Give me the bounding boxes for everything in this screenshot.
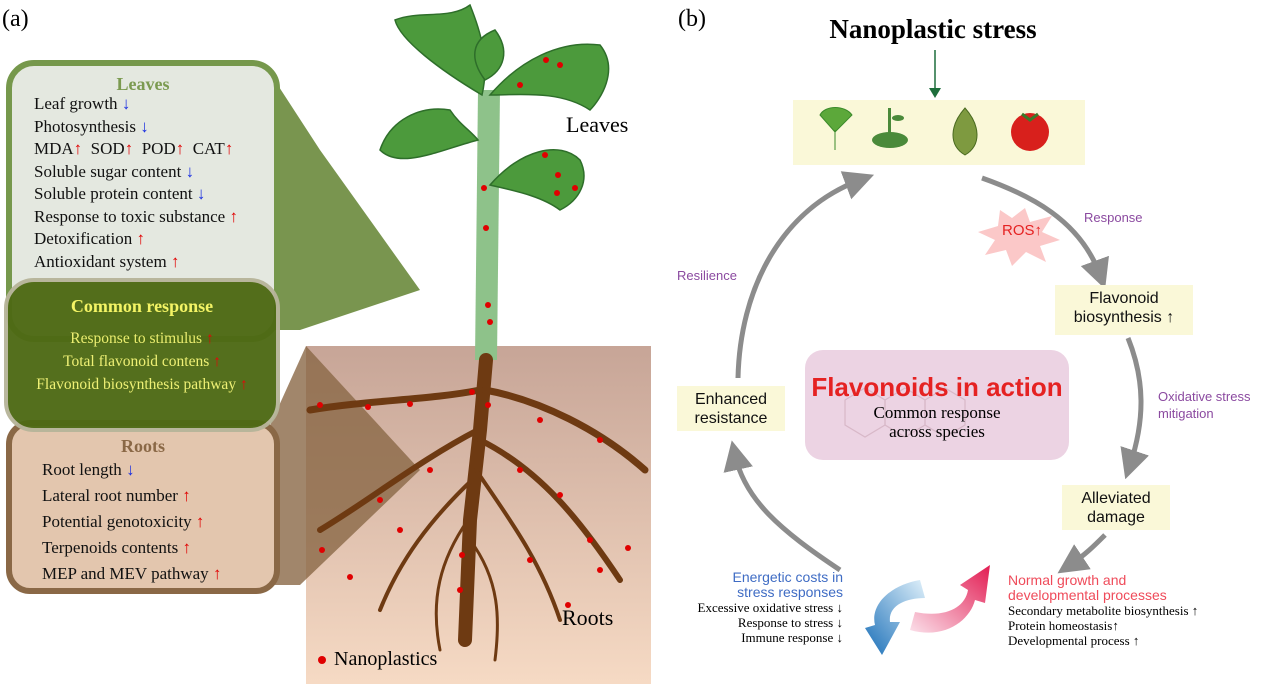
response-arrow	[981, 175, 1109, 290]
alleviated-arrow	[1057, 533, 1107, 574]
ros-label: ROS↑	[1002, 222, 1043, 239]
normal-item: Secondary metabolite biosynthesis ↑	[1008, 603, 1199, 618]
ginkgo-leaf-icon	[819, 107, 853, 150]
leaves-connector	[268, 70, 420, 330]
roots-item: Lateral root number ↑	[42, 486, 191, 505]
resilience-arrow	[735, 171, 875, 379]
cost-arrow	[723, 440, 842, 573]
cycle-diagram	[723, 50, 1149, 655]
leaves-item: Detoxification ↑	[34, 229, 145, 248]
red-cycle-arrow	[910, 565, 990, 633]
center-title: Flavonoids in action	[811, 372, 1063, 402]
arabidopsis-icon	[872, 108, 908, 148]
panel-b-label: (b)	[678, 6, 706, 32]
roots	[306, 353, 649, 662]
leaves-item: Antioxidant system ↑	[34, 251, 180, 271]
roots-box: Roots Root length ↓ Lateral root number …	[6, 420, 280, 594]
common-item: Response to stimulus ↑	[70, 330, 214, 347]
center-box	[805, 350, 1069, 460]
tomato-icon	[1011, 113, 1049, 151]
common-item: Flavonoid biosynthesis pathway ↑	[36, 376, 248, 393]
plant-icons	[819, 107, 1049, 156]
panel-a-label: (a)	[2, 6, 29, 32]
leaves-item: Leaf growth ↓	[34, 94, 131, 113]
mitigation-arrow	[1120, 337, 1149, 480]
ros-burst	[978, 208, 1060, 266]
roots-item: Terpenoids contents ↑	[42, 538, 191, 557]
normal-item: Developmental process ↑	[1008, 633, 1140, 648]
roots-connector	[268, 346, 420, 585]
leaves-item: Response to toxic substance ↑	[34, 206, 238, 226]
leaves-box-title: Leaves	[116, 74, 170, 94]
nanoplastic-dots	[317, 57, 631, 608]
plant-illustration	[268, 3, 651, 684]
common-response-box: Common response Response to stimulus ↑ T…	[4, 278, 280, 432]
roots-plant-label: Roots	[562, 605, 614, 630]
leaves	[379, 3, 610, 211]
roots-box-title: Roots	[121, 436, 165, 456]
leaves-item: Photosynthesis ↓	[34, 116, 149, 136]
nanoplastics-legend-label: Nanoplastics	[334, 648, 438, 670]
leaves-item: MDA↑ SOD↑ POD↑ CAT↑	[34, 139, 234, 158]
leaves-plant-label: Leaves	[566, 112, 629, 137]
blue-cycle-arrow	[865, 580, 925, 655]
roots-item: Root length ↓	[42, 460, 135, 479]
common-response-title: Common response	[70, 296, 214, 316]
leaves-item: Soluble protein content ↓	[34, 184, 206, 203]
panel-b-title: Nanoplastic stress	[829, 14, 1037, 44]
normal-item: Protein homeostasis↑	[1008, 618, 1119, 633]
energetic-item: Excessive oxidative stress ↓	[697, 600, 844, 615]
leaves-item: Soluble sugar content ↓	[34, 161, 195, 181]
poplar-leaf-icon	[952, 107, 978, 156]
energetic-item: Response to stress ↓	[737, 615, 843, 630]
stem	[475, 90, 500, 360]
flavonoid-structure	[844, 387, 966, 438]
nanoplastics-legend-dot	[318, 656, 326, 664]
common-item: Total flavonoid contens ↑	[63, 353, 221, 370]
resilience-label: Resilience	[677, 268, 737, 283]
energetic-item: Immune response ↓	[741, 630, 843, 645]
roots-item: MEP and MEV pathway ↑	[42, 564, 222, 583]
response-label: Response	[1084, 210, 1143, 225]
roots-item: Potential genotoxicity ↑	[42, 512, 205, 531]
